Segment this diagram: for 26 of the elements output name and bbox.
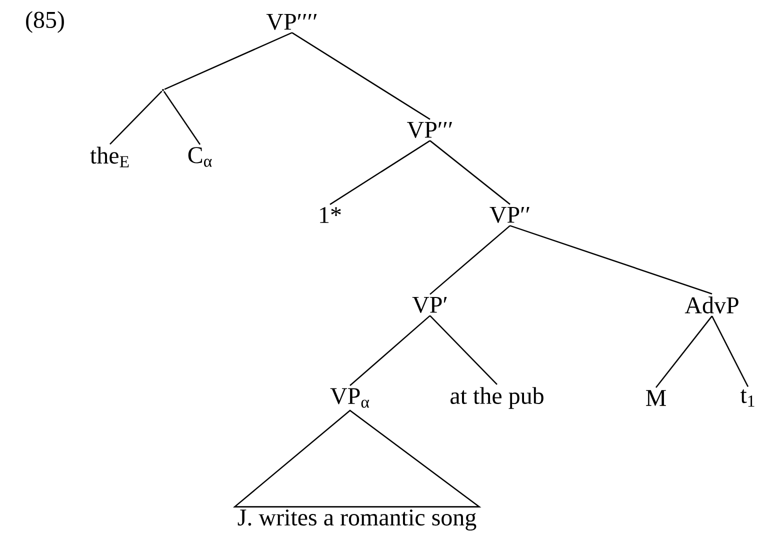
tree-label: 1* bbox=[320, 207, 341, 223]
tree-branch bbox=[350, 315, 430, 386]
tree-branch bbox=[110, 90, 162, 145]
tree-branch bbox=[711, 316, 749, 388]
tree-label: VP$_{α}$ bbox=[330, 388, 370, 408]
tree-branch bbox=[430, 315, 498, 385]
tree-branch bbox=[163, 91, 201, 145]
tree-label: VP′ bbox=[412, 296, 447, 314]
tree-label: VP′′ bbox=[490, 206, 530, 224]
tree-label: J. writes a romantic song bbox=[238, 509, 476, 531]
example-number: (85) bbox=[26, 11, 64, 33]
tree-label: VP′′′′ bbox=[266, 14, 317, 30]
tree-label: C$_{α}$ bbox=[188, 147, 212, 167]
tree-branch bbox=[430, 225, 510, 295]
tree-branch bbox=[655, 316, 713, 388]
tree-branch bbox=[164, 32, 292, 90]
tree-label: t$_{1}$ bbox=[740, 389, 754, 407]
tree-branch bbox=[330, 140, 430, 205]
tree-label: AdvP bbox=[684, 296, 738, 314]
tree-branch bbox=[430, 140, 510, 205]
tree-branch bbox=[292, 32, 430, 120]
tree-label: VP′′′ bbox=[407, 122, 452, 138]
tree-branch bbox=[510, 225, 712, 295]
tree-label: at the pub bbox=[450, 387, 544, 409]
tree-label: M bbox=[646, 390, 666, 406]
tree-label: the$_{E}$ bbox=[90, 146, 129, 168]
